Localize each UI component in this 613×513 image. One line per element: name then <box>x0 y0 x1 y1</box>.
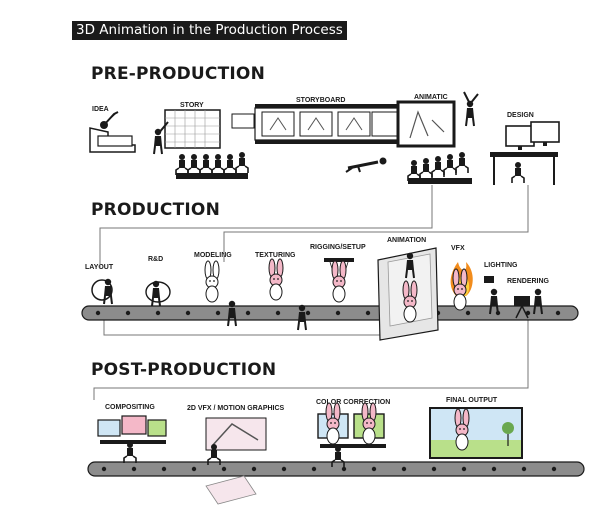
compositing-station-icon <box>97 415 167 464</box>
stage-label-final-output: FINAL OUTPUT <box>446 397 498 404</box>
vfx-fire-icon <box>450 262 473 311</box>
layout-figure-icon <box>91 277 113 305</box>
story-board-icon <box>153 109 255 155</box>
post-conveyor-belt <box>87 461 585 477</box>
section-post-production: POST-PRODUCTION <box>91 360 277 380</box>
stage-label-animatic: ANIMATIC <box>414 94 448 101</box>
stage-label-animation: ANIMATION <box>387 237 427 244</box>
stage-label-design: DESIGN <box>507 112 534 119</box>
design-desk-icon <box>490 121 560 185</box>
stage-label-motion-graphics: 2D VFX / MOTION GRAPHICS <box>187 405 285 412</box>
stage-label-story: STORY <box>180 102 204 109</box>
stage-label-rendering: RENDERING <box>507 278 550 285</box>
audience-icon <box>175 151 249 179</box>
animatic-audience-icon <box>407 151 472 184</box>
stage-label-idea: IDEA <box>92 106 109 113</box>
stage-label-compositing: COMPOSITING <box>105 404 155 411</box>
color-correction-station-icon <box>317 402 386 468</box>
page-title: 3D Animation in the Production Process <box>72 21 347 40</box>
section-pre-production: PRE-PRODUCTION <box>91 64 266 84</box>
production-conveyor-belt <box>81 305 579 321</box>
storyboard-strip-icon <box>254 104 403 144</box>
stage-label-vfx: VFX <box>451 245 465 252</box>
stage-label-color-correction: COLOR CORRECTION <box>316 399 391 406</box>
animation-frames-icon <box>377 247 439 341</box>
stage-label-lighting: LIGHTING <box>484 262 518 269</box>
idea-bed-icon <box>89 111 136 153</box>
stage-label-layout: LAYOUT <box>85 264 114 271</box>
stage-label-texturing: TEXTURING <box>255 252 296 259</box>
stage-label-rnd: R&D <box>148 256 164 263</box>
lighting-figure-icon <box>484 276 499 315</box>
reclining-figure-icon <box>345 157 387 173</box>
motion-graphics-station-icon <box>205 417 267 505</box>
stage-label-modeling: MODELING <box>194 252 232 259</box>
rnd-figure-icon <box>145 279 171 307</box>
rigging-bunny-icon <box>324 258 354 303</box>
stage-label-rigging: RIGGING/SETUP <box>310 244 366 251</box>
section-production: PRODUCTION <box>91 200 220 220</box>
animatic-screen-icon <box>396 91 479 148</box>
final-output-screen-icon <box>429 407 523 459</box>
stage-label-storyboard: STORYBOARD <box>296 97 346 104</box>
rendering-camera-icon <box>514 287 543 319</box>
